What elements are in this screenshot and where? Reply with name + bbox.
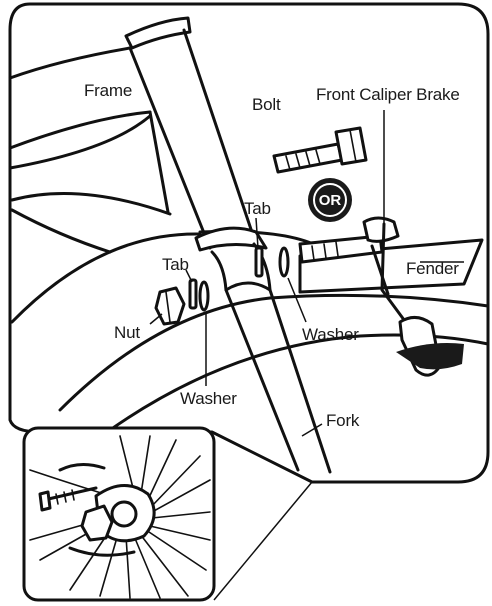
or-badge: OR — [308, 178, 352, 222]
or-badge-text: OR — [319, 192, 342, 209]
bolt — [274, 128, 366, 172]
label-tab-upper: Tab — [244, 199, 271, 218]
label-frame: Frame — [84, 81, 132, 100]
label-washer-right: Washer — [302, 325, 359, 344]
label-fork: Fork — [326, 411, 360, 430]
label-washer-left: Washer — [180, 389, 237, 408]
label-fender: Fender — [406, 259, 459, 278]
label-front-caliper-brake: Front Caliper Brake — [316, 85, 460, 104]
label-tab-lower: Tab — [162, 255, 189, 274]
label-nut: Nut — [114, 323, 140, 342]
label-bolt: Bolt — [252, 95, 281, 114]
inset-detail — [24, 428, 312, 600]
nut — [156, 288, 184, 324]
bike-frame — [10, 18, 262, 262]
